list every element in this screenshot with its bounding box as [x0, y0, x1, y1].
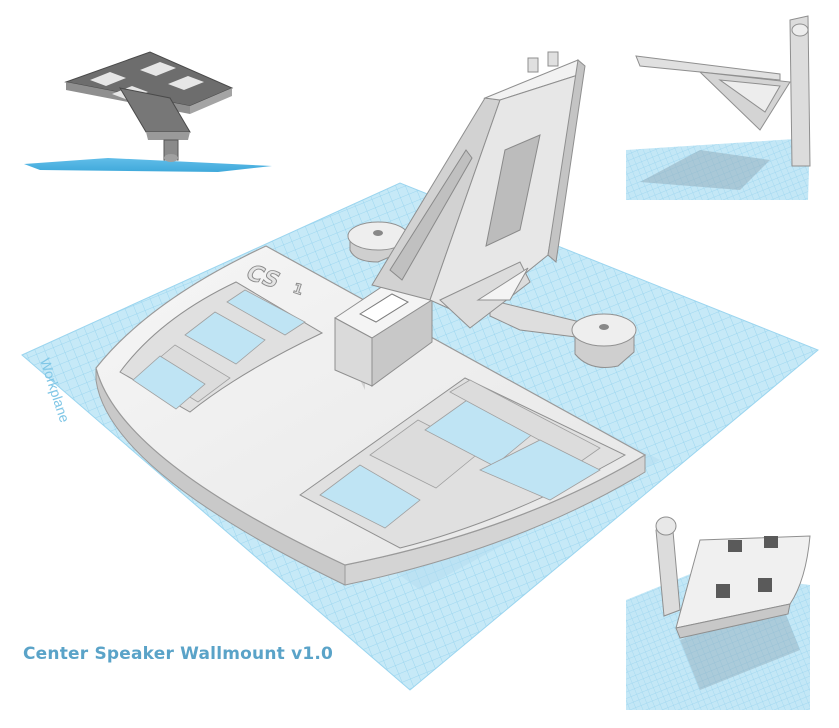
- base-plate: CS 1: [95, 245, 647, 586]
- side-view: [626, 15, 811, 200]
- top-angled-view: [626, 516, 811, 710]
- upright-bracket: [371, 51, 586, 329]
- pivot-tab-right: [489, 299, 637, 368]
- underside-view: [24, 51, 272, 172]
- caption-title: Center Speaker Wallmount v1.0: [23, 644, 334, 664]
- pivot-tab-left: [347, 221, 411, 263]
- slot-block: [334, 279, 434, 390]
- main-isometric-view: Workplane CS 1: [21, 51, 819, 691]
